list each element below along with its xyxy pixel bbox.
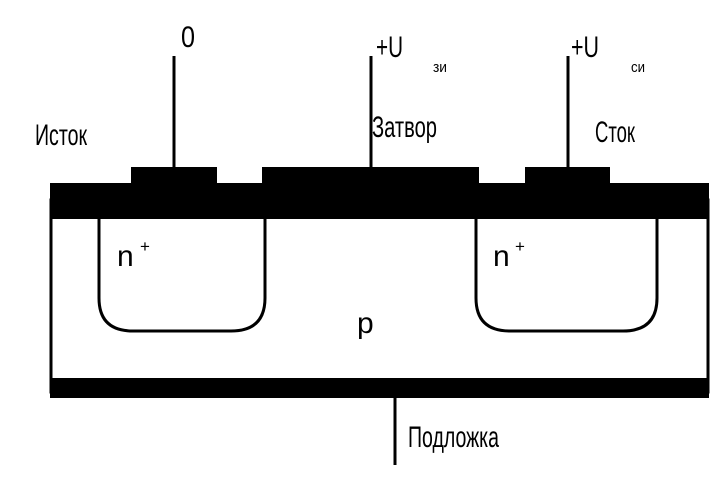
drain-well-doping-label: + <box>515 237 525 256</box>
source-terminal-label: Исток <box>35 119 88 152</box>
drain-voltage-subscript: си <box>631 59 645 76</box>
drain-n-well <box>474 219 659 333</box>
source-well-doping-label: + <box>140 237 150 256</box>
gate-electrode <box>262 167 479 187</box>
gate-voltage-subscript: зи <box>433 59 447 76</box>
source-contact <box>131 167 217 187</box>
source-voltage-label: 0 <box>181 21 195 54</box>
drain-voltage-label: +U <box>571 31 599 64</box>
drain-terminal-label: Сток <box>595 116 636 149</box>
substrate-contact-bar <box>50 378 709 398</box>
source-well-type-label: n <box>117 240 134 273</box>
gate-voltage-label: +U <box>376 31 403 64</box>
drain-well-type-label: n <box>493 240 510 273</box>
gate-terminal-label: Затвор <box>372 111 437 144</box>
oxide-layer <box>50 183 709 219</box>
body-type-label: p <box>357 307 374 340</box>
substrate-body <box>49 198 710 394</box>
source-n-well <box>97 219 267 333</box>
substrate-terminal-label: Подложка <box>408 421 499 454</box>
drain-contact <box>525 167 610 187</box>
